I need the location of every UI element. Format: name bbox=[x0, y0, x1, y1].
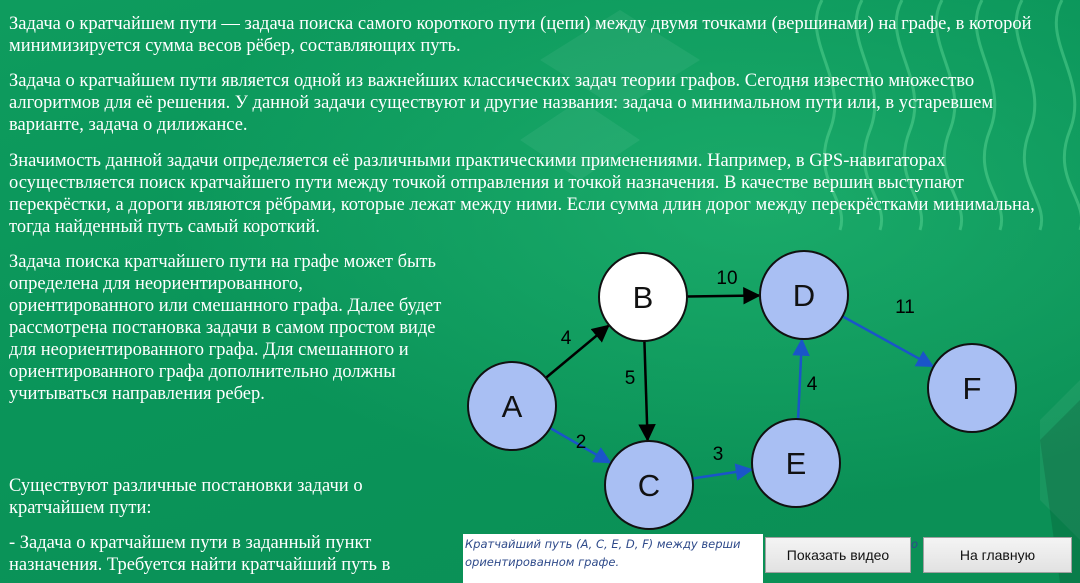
node-b bbox=[598, 252, 688, 342]
node-label-a: A bbox=[502, 389, 523, 424]
graph-types-paragraph: Задача поиска кратчайшего пути на графе … bbox=[9, 252, 442, 404]
applications-paragraph: Значимость данной задачи определяется её… bbox=[9, 151, 1035, 237]
edge-d-f bbox=[841, 315, 935, 368]
node-a bbox=[467, 361, 557, 451]
node-e bbox=[751, 418, 841, 508]
graph-caption: Кратчайший путь (A, C, E, D, F) между ве… bbox=[463, 534, 763, 583]
node-label-b: B bbox=[633, 280, 654, 315]
formulation-item-paragraph: - Задача о кратчайшем пути в заданный пу… bbox=[9, 533, 391, 575]
importance-paragraph: Задача о кратчайшем пути является одной … bbox=[9, 71, 994, 135]
show-video-button[interactable]: Показать видео bbox=[765, 537, 911, 573]
caption-line-2: ориентированном графе. bbox=[465, 555, 620, 569]
edge-e-d bbox=[792, 338, 810, 420]
node-label-d: D bbox=[793, 278, 815, 313]
caption-line-1: Кратчайший путь (A, C, E, D, F) между ве… bbox=[465, 537, 741, 551]
edge-c-e bbox=[692, 463, 754, 481]
edge-weight-a-c: 2 bbox=[576, 432, 587, 453]
node-label-f: F bbox=[963, 371, 982, 406]
edge-a-c bbox=[549, 426, 612, 464]
edge-weight-b-d: 10 bbox=[716, 268, 737, 289]
edge-a-b bbox=[545, 324, 610, 379]
edge-weight-d-f: 11 bbox=[895, 297, 915, 318]
home-button[interactable]: На главную bbox=[923, 537, 1072, 573]
edge-weight-c-e: 3 bbox=[713, 444, 724, 465]
intro-paragraph: Задача о кратчайшем пути — задача поиска… bbox=[9, 14, 1032, 56]
node-c bbox=[604, 440, 694, 530]
caption-overflow-text: о bbox=[911, 537, 919, 551]
node-label-c: C bbox=[638, 468, 660, 503]
formulations-paragraph: Существуют различные постановки задачи о… bbox=[9, 476, 363, 518]
edge-weight-e-d: 4 bbox=[807, 374, 818, 395]
edge-weight-b-c: 5 bbox=[625, 368, 636, 389]
edge-weight-a-b: 4 bbox=[561, 328, 572, 349]
node-label-e: E bbox=[786, 446, 807, 481]
edge-b-c bbox=[638, 340, 656, 442]
shortest-path-graph: 4 5 2 10 3 4 11A B C D E F bbox=[467, 250, 1017, 530]
node-d bbox=[759, 250, 849, 340]
node-f bbox=[927, 343, 1017, 433]
edge-b-d bbox=[686, 287, 761, 305]
